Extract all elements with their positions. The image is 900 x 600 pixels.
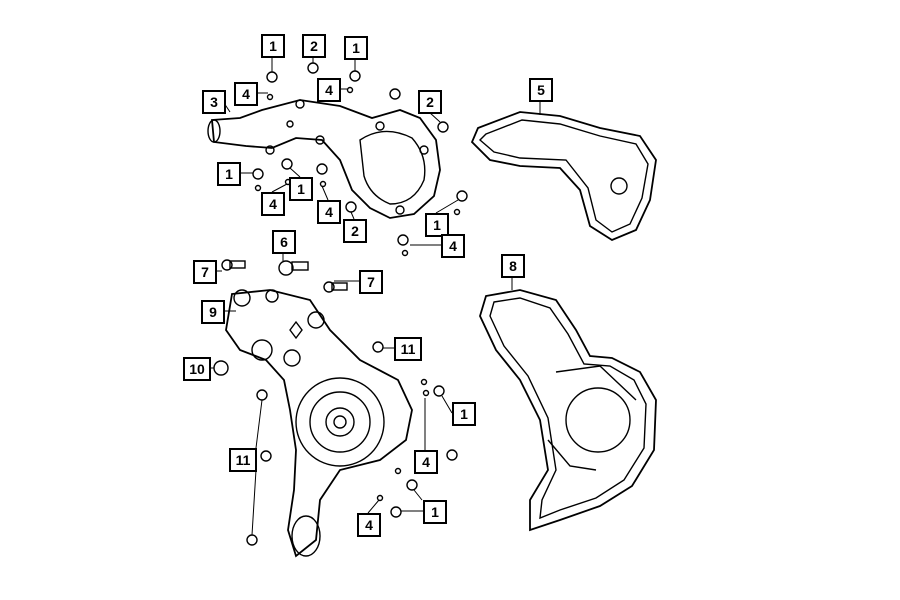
callout-3: 3 <box>202 90 226 114</box>
callout-2: 2 <box>343 219 367 243</box>
callout-7: 7 <box>193 260 217 284</box>
callout-5: 5 <box>529 78 553 102</box>
callout-4: 4 <box>317 200 341 224</box>
callout-1: 1 <box>261 34 285 58</box>
callout-11: 11 <box>229 448 257 472</box>
callout-2: 2 <box>418 90 442 114</box>
callout-4: 4 <box>414 450 438 474</box>
gasket-part-5 <box>470 111 657 242</box>
leader-lines <box>207 56 541 536</box>
upper-water-outlet-housing <box>207 99 441 219</box>
callout-1: 1 <box>425 213 449 237</box>
callout-1: 1 <box>452 402 476 426</box>
callout-8: 8 <box>501 254 525 278</box>
callout-1: 1 <box>423 500 447 524</box>
callout-4: 4 <box>441 234 465 258</box>
callout-10: 10 <box>183 357 211 381</box>
callout-11: 11 <box>394 337 422 361</box>
gasket-part-8 <box>479 289 657 532</box>
callout-1: 1 <box>217 162 241 186</box>
callout-7: 7 <box>359 270 383 294</box>
callout-4: 4 <box>234 82 258 106</box>
callout-6: 6 <box>272 230 296 254</box>
callout-1: 1 <box>344 36 368 60</box>
callout-1: 1 <box>289 177 313 201</box>
callout-4: 4 <box>261 192 285 216</box>
water-pump-part-9 <box>225 289 413 558</box>
callout-9: 9 <box>201 300 225 324</box>
callout-4: 4 <box>317 78 341 102</box>
callout-4: 4 <box>357 513 381 537</box>
callout-2: 2 <box>302 34 326 58</box>
